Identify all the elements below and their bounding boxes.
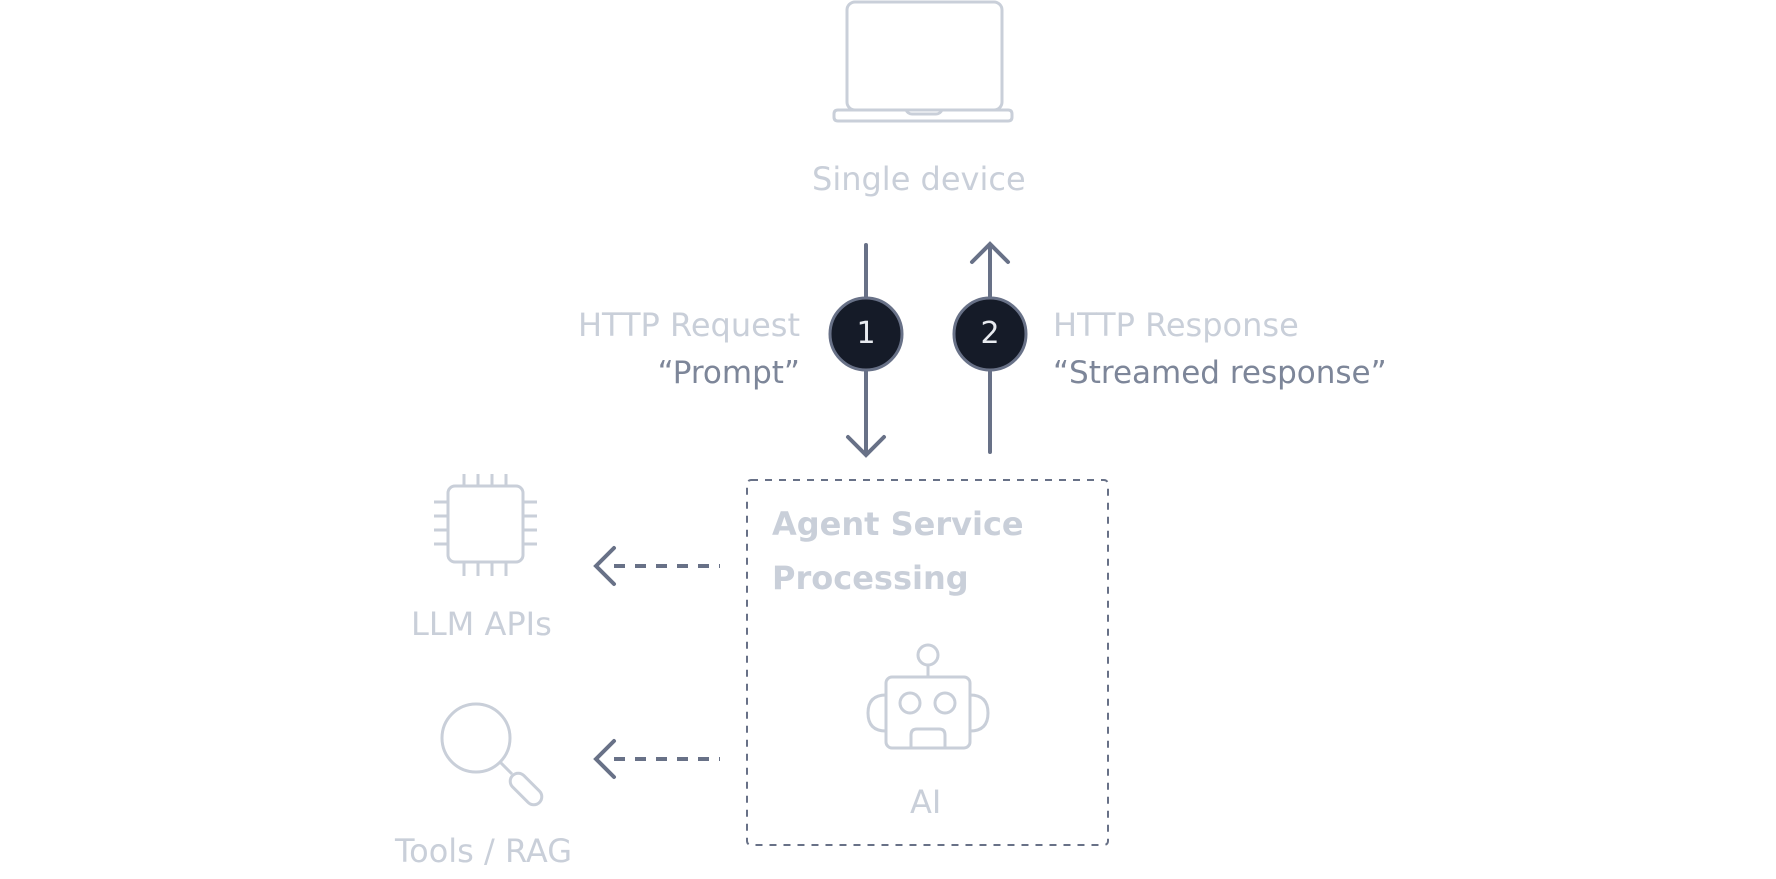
- step-badge-1: [828, 296, 904, 372]
- chip-icon: [434, 474, 537, 576]
- llm-label: LLM APIs: [411, 605, 552, 643]
- agent-service-box: [746, 479, 1109, 846]
- step-number-2: 2: [980, 316, 1000, 351]
- response-title: HTTP Response: [1053, 306, 1299, 344]
- tools-dashed-arrow: [593, 739, 720, 779]
- response-payload: “Streamed response”: [1053, 355, 1387, 391]
- request-title: HTTP Request: [577, 306, 800, 344]
- step-number-1: 1: [856, 316, 876, 351]
- device-label: Single device: [812, 160, 1026, 198]
- request-payload: “Prompt”: [657, 355, 800, 391]
- robot-icon: [866, 643, 990, 750]
- agent-title-line1: Agent Service: [772, 505, 1024, 543]
- ai-label: AI: [910, 783, 942, 821]
- llm-dashed-arrow: [593, 546, 720, 586]
- tools-label: Tools / RAG: [395, 832, 573, 870]
- agent-title-line2: Processing: [772, 559, 969, 597]
- magnifier-icon: [440, 702, 544, 807]
- step-badge-2: [952, 296, 1028, 372]
- laptop-icon: [832, 0, 1014, 123]
